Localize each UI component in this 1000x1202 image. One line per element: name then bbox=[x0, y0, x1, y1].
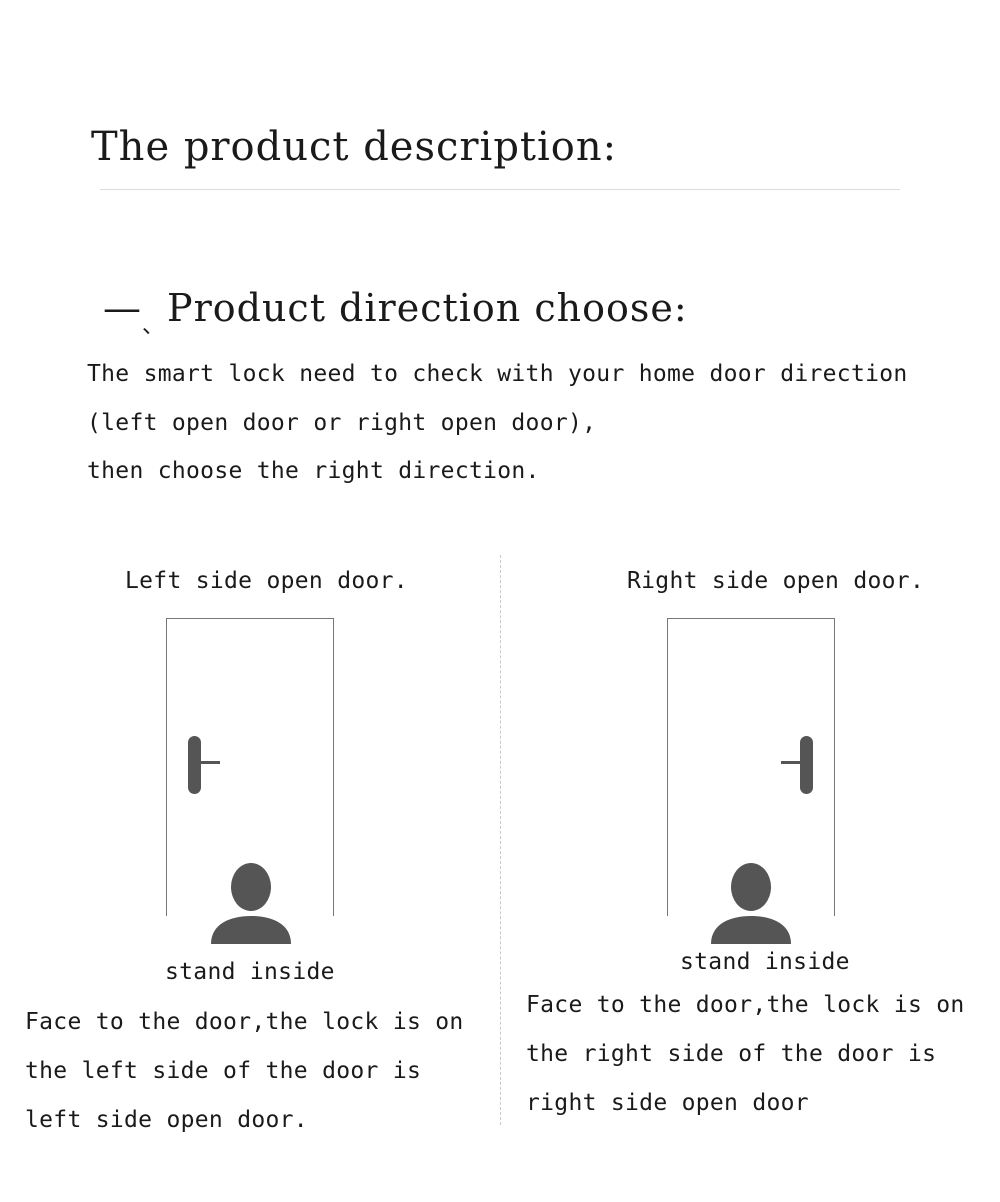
page-title: The product description: bbox=[91, 124, 618, 170]
intro-paragraph: The smart lock need to check with your h… bbox=[87, 350, 908, 496]
intro-line: (left open door or right open door), bbox=[87, 409, 597, 436]
left-stand-inside-label: stand inside bbox=[165, 959, 335, 985]
right-door-outline bbox=[667, 618, 835, 916]
section-mark: 、 bbox=[142, 314, 166, 339]
right-stand-inside-label: stand inside bbox=[680, 949, 850, 975]
column-divider bbox=[500, 555, 501, 1125]
left-description: Face to the door,the lock is on the left… bbox=[25, 998, 464, 1145]
right-description: Face to the door,the lock is on the righ… bbox=[526, 981, 965, 1128]
left-door-outline bbox=[166, 618, 334, 916]
section-dash: — bbox=[103, 286, 142, 330]
left-description-line: the left side of the door is bbox=[25, 1058, 422, 1084]
right-column-title: Right side open door. bbox=[627, 568, 925, 594]
left-description-line: left side open door. bbox=[25, 1107, 308, 1133]
door-handle-right-icon bbox=[781, 736, 813, 794]
person-icon bbox=[211, 863, 291, 944]
person-icon bbox=[711, 863, 791, 944]
right-description-line: right side open door bbox=[526, 1090, 809, 1116]
section-heading: —、Product direction choose: bbox=[103, 282, 688, 341]
door-handle-left-icon bbox=[188, 736, 220, 794]
left-column-title: Left side open door. bbox=[125, 568, 408, 594]
right-description-line: Face to the door,the lock is on bbox=[526, 992, 965, 1018]
left-description-line: Face to the door,the lock is on bbox=[25, 1009, 464, 1035]
intro-line: The smart lock need to check with your h… bbox=[87, 361, 908, 387]
title-underline bbox=[100, 189, 900, 190]
right-description-line: the right side of the door is bbox=[526, 1041, 937, 1067]
section-heading-text: Product direction choose: bbox=[167, 286, 688, 330]
intro-line: then choose the right direction. bbox=[87, 458, 540, 484]
